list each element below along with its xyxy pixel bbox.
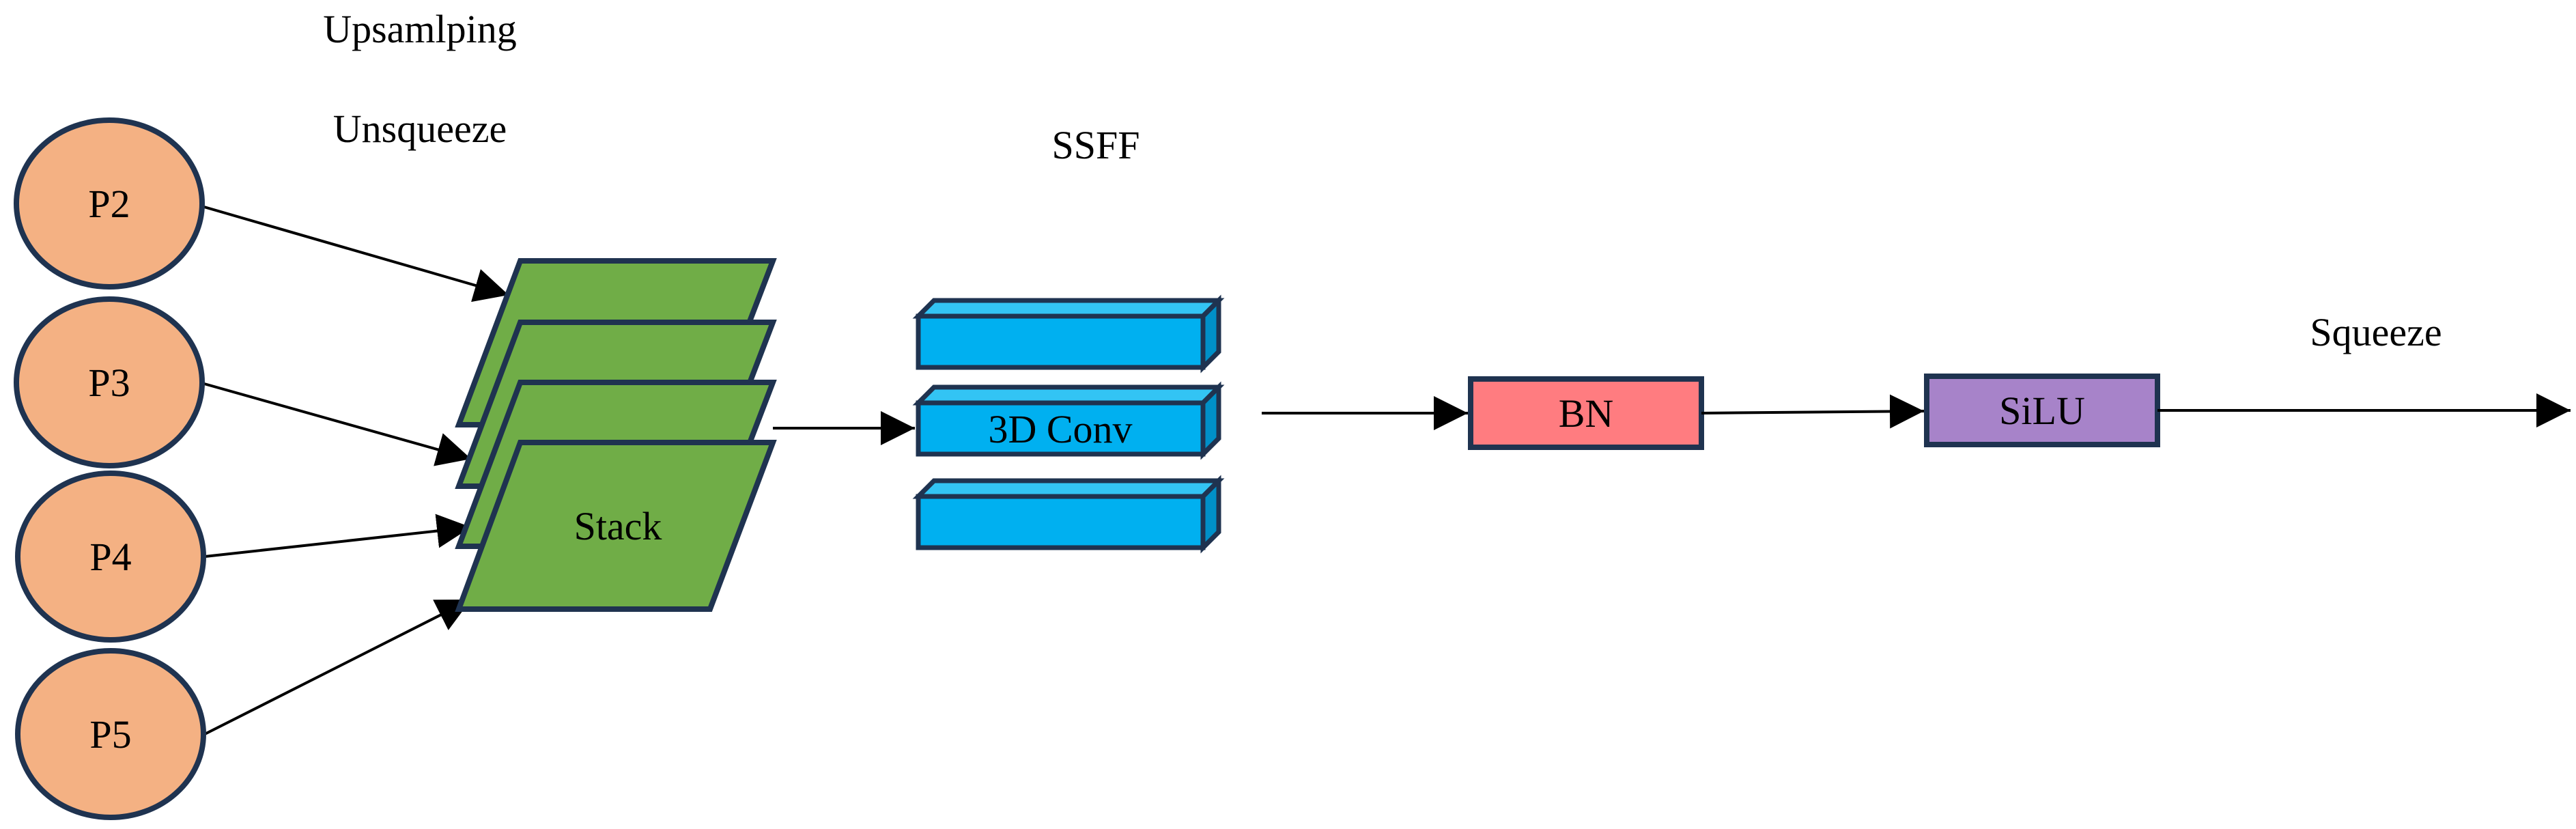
input-node-p5: P5 xyxy=(15,648,206,820)
input-label: P4 xyxy=(89,535,131,579)
arrow-p2-stack xyxy=(199,204,509,303)
squeeze-label: Squeeze xyxy=(2310,310,2441,354)
input-label: P5 xyxy=(89,712,131,757)
input-circle xyxy=(14,296,205,468)
input-node-p3: P3 xyxy=(14,296,205,468)
bn-label: BN xyxy=(1559,391,1614,436)
conv-block-top xyxy=(912,294,1225,374)
conv-block-bottom xyxy=(912,475,1225,554)
conv-front-face xyxy=(916,313,1206,370)
conv-block-middle: 3D Conv xyxy=(912,381,1225,460)
conv-front-face xyxy=(916,494,1206,550)
arrow-bn-silu xyxy=(1701,394,1925,429)
arrow-p5-stack xyxy=(204,598,472,735)
silu-block: SiLU xyxy=(1924,374,2160,447)
upsampling-label: Upsamlping xyxy=(323,7,517,51)
input-label: P3 xyxy=(88,361,130,405)
input-circle xyxy=(15,648,206,820)
input-node-p2: P2 xyxy=(14,117,205,290)
arrow-p4-stack xyxy=(204,514,472,558)
conv-front-face xyxy=(916,400,1206,457)
bn-box xyxy=(1468,376,1704,450)
silu-box xyxy=(1924,374,2160,447)
conv-label: 3D Conv xyxy=(988,407,1132,451)
stack-block: Stack xyxy=(455,258,777,612)
bn-block: BN xyxy=(1468,376,1704,450)
silu-label: SiLU xyxy=(1999,389,2085,433)
stack-label: Stack xyxy=(574,504,662,548)
stack-layer-4 xyxy=(455,440,777,612)
input-node-p4: P4 xyxy=(15,470,206,643)
arrow-p3-stack xyxy=(199,381,472,466)
input-circle xyxy=(15,470,206,643)
input-label: P2 xyxy=(88,182,130,226)
ssff-label: SSFF xyxy=(1051,123,1140,167)
input-circle xyxy=(14,117,205,290)
unsqueeze-label: Unsqueeze xyxy=(333,107,507,151)
